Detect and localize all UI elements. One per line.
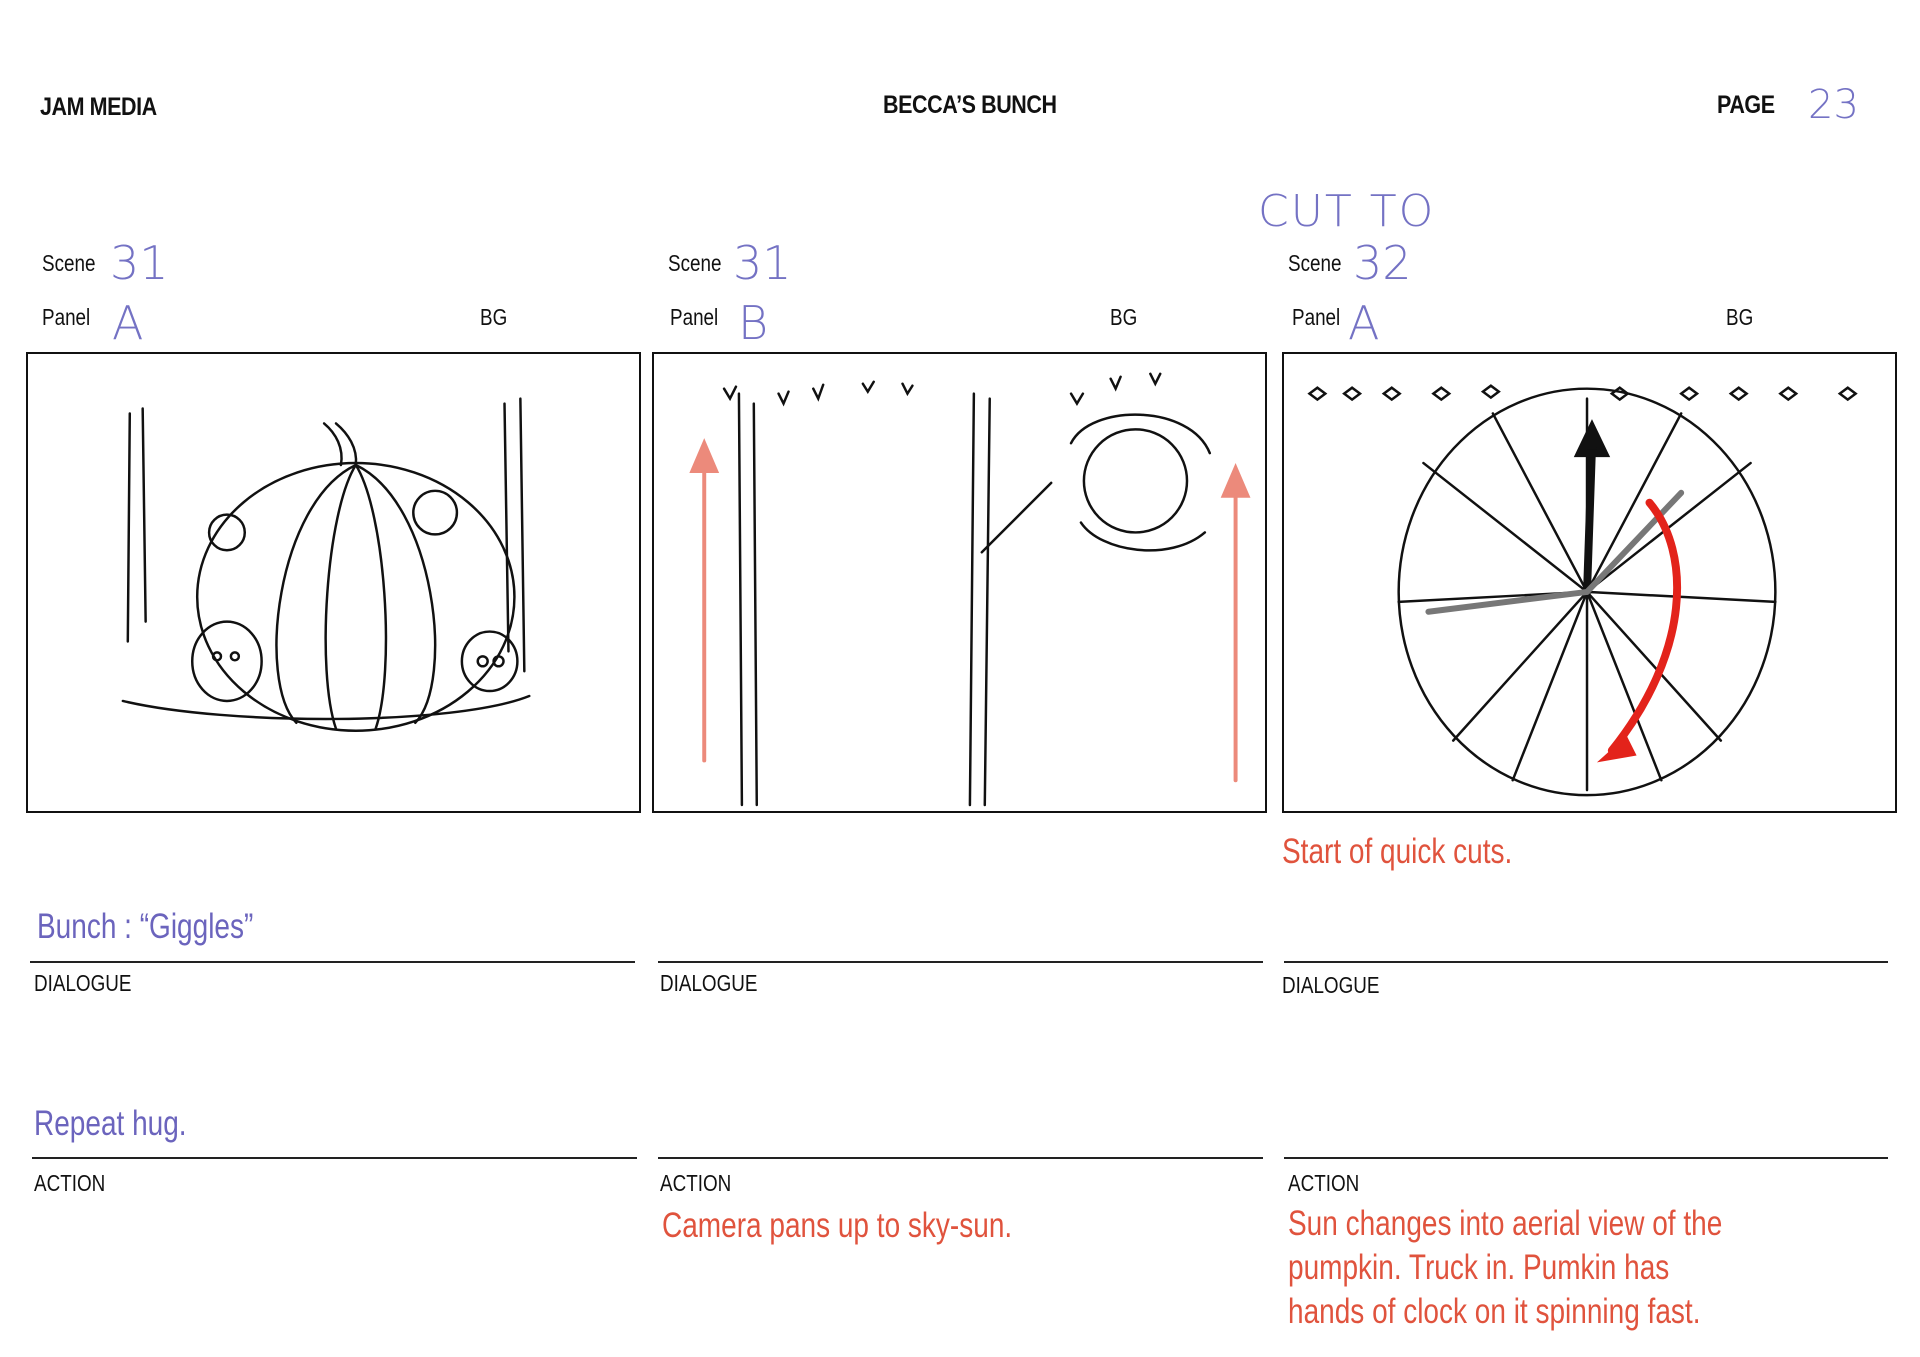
action-text-line: Camera pans up to sky-sun. [662, 1206, 1013, 1245]
show-title: BECCA’S BUNCH [883, 91, 1057, 119]
panel-letter: A [1348, 296, 1380, 350]
action-rule [1284, 1157, 1888, 1159]
dialogue-label: DIALOGUE [1282, 972, 1380, 998]
panel-label: Panel [1292, 304, 1341, 330]
scene-number: 32 [1353, 236, 1412, 290]
dialogue-text: Bunch : “Giggles” [37, 907, 254, 946]
page-label: PAGE [1717, 91, 1775, 119]
action-rule [658, 1157, 1263, 1159]
cut-to-note: CUT TO [1258, 186, 1436, 237]
panel-letter: A [112, 296, 144, 350]
action-label: ACTION [660, 1170, 732, 1196]
clock-hands-sketch-icon [1307, 384, 1858, 797]
scene-number: 31 [110, 236, 169, 290]
page-number: 23 [1808, 82, 1859, 128]
studio-name: JAM MEDIA [40, 93, 157, 121]
panel-label: Panel [670, 304, 719, 330]
storyboard-frame-2 [652, 352, 1267, 813]
dialogue-label: DIALOGUE [660, 970, 758, 996]
dialogue-label: DIALOGUE [34, 970, 132, 996]
bg-label: BG [480, 304, 508, 330]
panel-letter: B [738, 296, 769, 350]
action-text-line: hands of clock on it spinning fast. [1288, 1292, 1701, 1331]
scene-label: Scene [42, 250, 96, 276]
bg-label: BG [1726, 304, 1754, 330]
dialogue-rule [658, 961, 1263, 963]
scene-label: Scene [1288, 250, 1342, 276]
storyboard-frame-3 [1282, 352, 1897, 813]
dialogue-rule [1284, 961, 1888, 963]
action-label: ACTION [1288, 1170, 1360, 1196]
dialogue-rule [30, 961, 635, 963]
action-text-line: Sun changes into aerial view of the [1288, 1204, 1723, 1243]
storyboard-frame-1 [26, 352, 641, 813]
tree-sun-sketch-icon [689, 372, 1251, 807]
action-text-line: pumpkin. Truck in. Pumkin has [1288, 1248, 1670, 1287]
action-note: Repeat hug. [34, 1104, 187, 1143]
frame-note: Start of quick cuts. [1282, 832, 1513, 871]
action-label: ACTION [34, 1170, 106, 1196]
bg-label: BG [1110, 304, 1138, 330]
scene-number: 31 [733, 236, 792, 290]
scene-label: Scene [668, 250, 722, 276]
pumpkin-sketch-icon [121, 397, 531, 732]
action-rule [32, 1157, 637, 1159]
panel-label: Panel [42, 304, 91, 330]
